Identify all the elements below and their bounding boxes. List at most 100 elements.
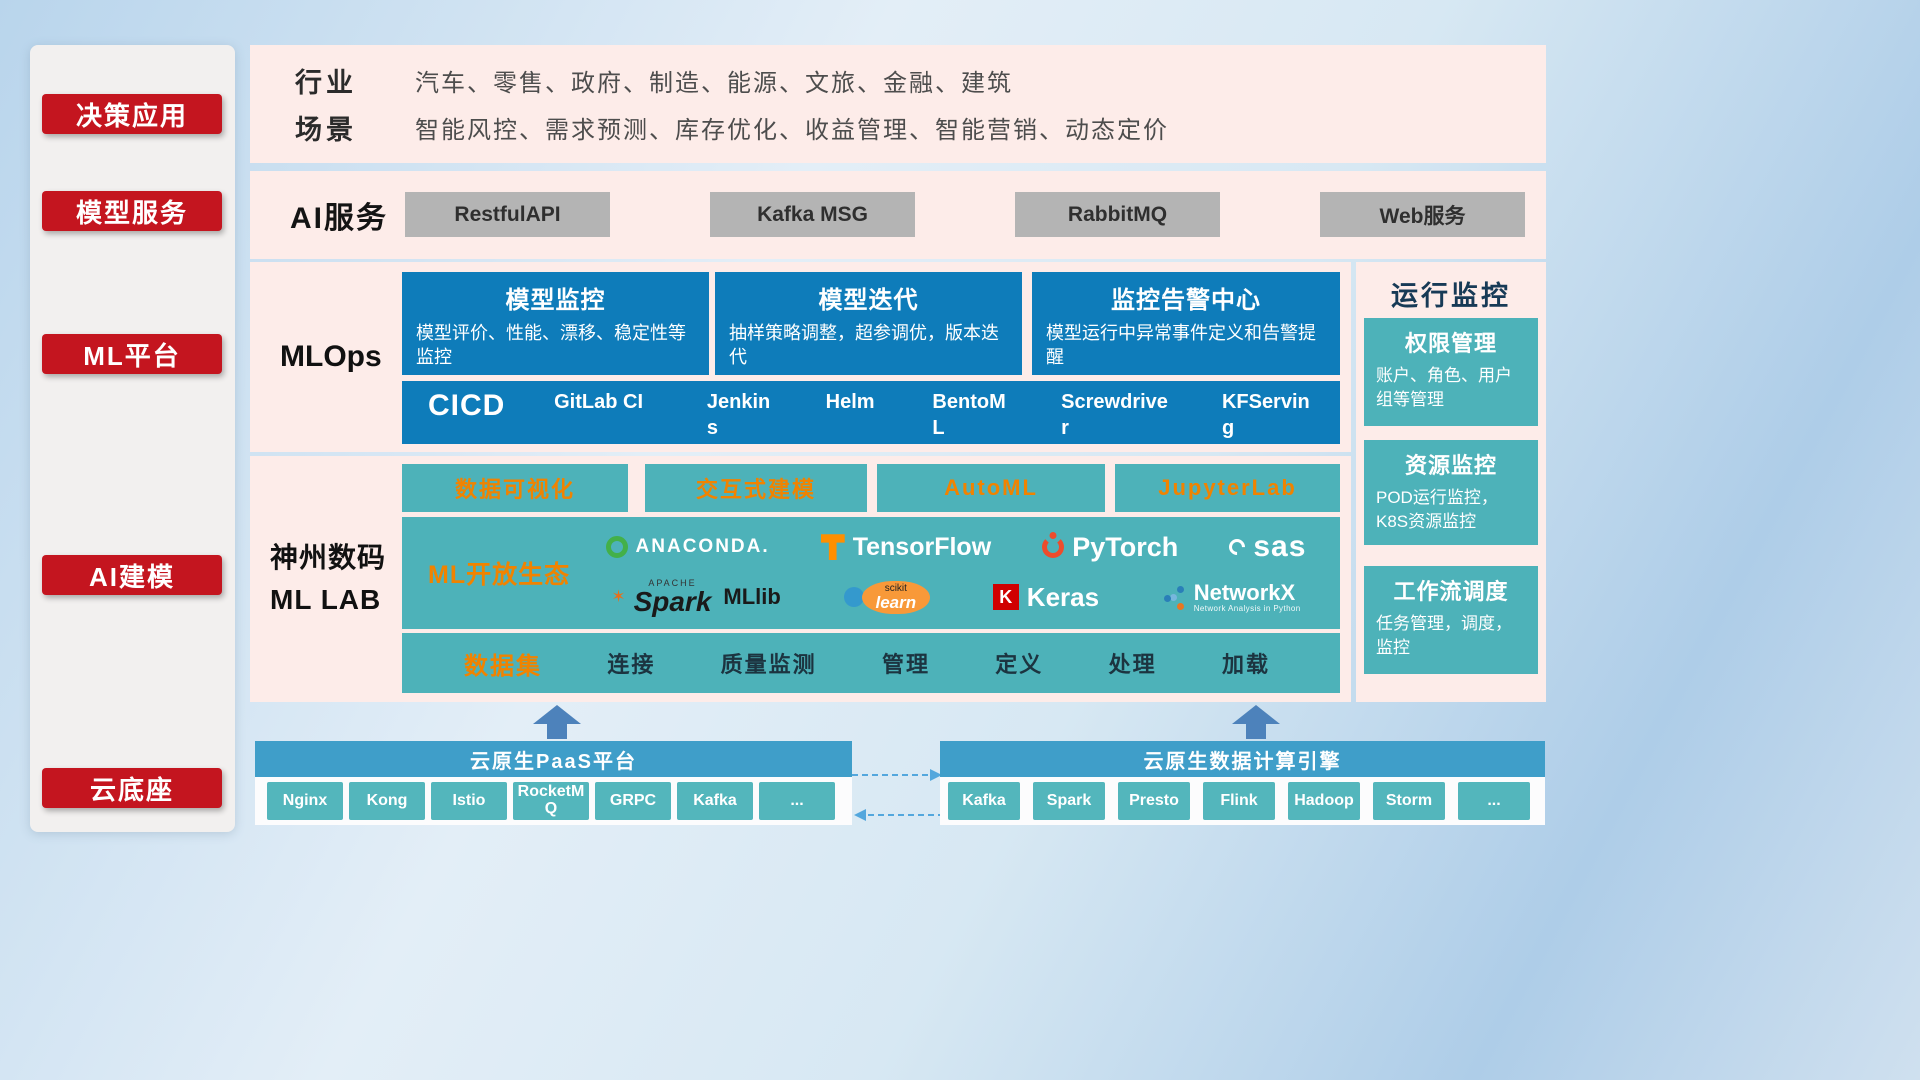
jenkins-item: Jenkins: [706, 391, 771, 439]
model-monitoring-title: 模型监控: [505, 287, 606, 314]
model-iteration-card: 模型迭代 抽样策略调整，超参调优，版本迭代: [715, 272, 1022, 375]
networkx-icon: [1162, 585, 1186, 609]
engine-chip-presto: Presto: [1118, 782, 1190, 820]
engine-title-bar: 云原生数据计算引擎: [940, 741, 1545, 777]
scikit-learn-text: learn: [875, 592, 917, 612]
tensorflow-text: TensorFlow: [852, 532, 992, 561]
paas-title-bar: 云原生PaaS平台: [255, 741, 852, 777]
ml-open-ecosystem-label: ML开放生态: [428, 561, 571, 589]
engine-chip-storm: Storm: [1373, 782, 1445, 820]
dataset-bar: 数据集 连接 质量监测 管理 定义 处理 加载: [402, 633, 1340, 693]
networkx-logo: NetworkX Network Analysis in Python: [1162, 579, 1301, 614]
data-item-connect: 连接: [607, 652, 656, 677]
bidirectional-dashed-arrows: [852, 769, 944, 821]
resource-monitoring-title: 资源监控: [1404, 453, 1497, 478]
cicd-bar: CICD GitLab CI Jenkins Helm BentoML Scre…: [402, 381, 1340, 444]
engine-chip-more: ...: [1458, 782, 1530, 820]
alert-center-card: 监控告警中心 模型运行中异常事件定义和告警提醒: [1032, 272, 1340, 375]
runtime-monitoring-panel: 运行监控 权限管理 账户、角色、用户组等管理 资源监控 POD运行监控，K8S资…: [1356, 262, 1546, 702]
anaconda-icon: [605, 536, 628, 559]
web-service-button: Web服务: [1320, 192, 1525, 237]
rabbitmq-button: RabbitMQ: [1015, 192, 1220, 237]
scenario-row: 场景 智能风控、需求预测、库存优化、收益管理、智能营销、动态定价: [295, 107, 1169, 147]
paas-chip-grpc: GRPC: [595, 782, 671, 820]
spark-logo: APACHE Spark: [633, 577, 712, 617]
mllab-label-line2: ML LAB: [270, 584, 382, 615]
networkx-text-stack: NetworkX Network Analysis in Python: [1193, 579, 1301, 614]
workflow-scheduling-card: 工作流调度 任务管理，调度，监控: [1364, 566, 1538, 674]
logo-row-1: ANACONDA. TensorFlow PyTorch sas: [580, 530, 1332, 564]
scikit-top-text: scikit: [884, 582, 907, 594]
spark-star-icon: [611, 587, 625, 607]
industry-label: 行业: [295, 67, 357, 98]
engine-chip-spark: Spark: [1033, 782, 1105, 820]
workflow-scheduling-desc: 任务管理，调度，监控: [1376, 614, 1512, 657]
paas-chip-istio: Istio: [431, 782, 507, 820]
pytorch-text: PyTorch: [1072, 531, 1179, 562]
spark-text: Spark: [633, 585, 712, 617]
data-item-manage: 管理: [881, 652, 930, 677]
screwdriver-item: Screwdriver: [1061, 391, 1168, 439]
networkx-text: NetworkX: [1193, 579, 1296, 605]
keras-text: Keras: [1026, 581, 1100, 612]
ai-service-panel: AI服务 RestfulAPI Kafka MSG RabbitMQ Web服务: [250, 171, 1546, 259]
apache-text: APACHE: [648, 577, 697, 588]
engine-up-arrow: [1232, 705, 1280, 740]
resource-monitoring-card: 资源监控 POD运行监控，K8S资源监控: [1364, 440, 1538, 545]
industry-row: 行业 汽车、零售、政府、制造、能源、文旅、金融、建筑: [295, 60, 1013, 100]
engine-chip-flink: Flink: [1203, 782, 1275, 820]
arrow-stem: [547, 724, 567, 739]
feature-btn-jupyterlab: JupyterLab: [1115, 464, 1340, 512]
networkx-subtitle: Network Analysis in Python: [1193, 603, 1301, 613]
industry-text: 汽车、零售、政府、制造、能源、文旅、金融、建筑: [415, 69, 1013, 97]
sas-icon: [1226, 535, 1249, 559]
helm-item: Helm: [825, 391, 875, 413]
anaconda-text: ANACONDA.: [635, 536, 770, 558]
ml-open-ecosystem-box: ML开放生态 ANACONDA. TensorFlow PyTorch: [402, 517, 1340, 629]
industry-scenario-panel: 行业 汽车、零售、政府、制造、能源、文旅、金融、建筑 场景 智能风控、需求预测、…: [250, 45, 1546, 163]
rail-label-cloud-base: 云底座: [42, 768, 222, 808]
engine-chip-hadoop: Hadoop: [1288, 782, 1360, 820]
logo-row-2: APACHE Spark MLlib scikit learn K: [580, 577, 1332, 617]
left-rail: [30, 45, 235, 832]
tensorflow-logo: TensorFlow: [820, 532, 992, 562]
arrow-stem: [1246, 724, 1266, 739]
scenario-label: 场景: [295, 114, 357, 145]
alert-center-title: 监控告警中心: [1111, 287, 1261, 314]
cicd-label: CICD: [428, 389, 506, 422]
engine-items-strip: Kafka Spark Presto Flink Hadoop Storm ..…: [940, 777, 1545, 825]
tensorflow-icon: [820, 534, 845, 561]
model-monitoring-desc: 模型评价、性能、漂移、稳定性等监控: [416, 323, 686, 368]
feature-btn-automl: AutoML: [877, 464, 1105, 512]
restfulapi-button: RestfulAPI: [405, 192, 610, 237]
keras-k-icon: K: [992, 584, 1019, 611]
resource-monitoring-desc: POD运行监控，K8S资源监控: [1376, 488, 1498, 531]
spark-mllib-logo: APACHE Spark MLlib: [611, 577, 781, 617]
feature-btn-interactive-modeling: 交互式建模: [645, 464, 867, 512]
scenario-text: 智能风控、需求预测、库存优化、收益管理、智能营销、动态定价: [415, 116, 1169, 144]
paas-chip-nginx: Nginx: [267, 782, 343, 820]
permission-mgmt-desc: 账户、角色、用户组等管理: [1376, 366, 1512, 409]
dataset-label: 数据集: [464, 652, 542, 680]
kfserving-item: KFServing: [1221, 391, 1310, 439]
model-monitoring-card: 模型监控 模型评价、性能、漂移、稳定性等监控: [402, 272, 709, 375]
pytorch-logo: PyTorch: [1042, 532, 1178, 563]
runtime-monitoring-title: 运行监控: [1391, 281, 1511, 311]
alert-center-desc: 模型运行中异常事件定义和告警提醒: [1046, 323, 1316, 368]
mllab-panel: 神州数码 ML LAB 数据可视化 交互式建模 AutoML JupyterLa…: [250, 456, 1351, 702]
ecosystem-logos: ANACONDA. TensorFlow PyTorch sas: [580, 517, 1340, 629]
arrow-head: [1232, 705, 1280, 724]
engine-chip-kafka: Kafka: [948, 782, 1020, 820]
rail-label-model-services: 模型服务: [42, 191, 222, 231]
paas-items-strip: Nginx Kong Istio RocketMQ GRPC Kafka ...: [255, 777, 852, 825]
mlops-panel: MLOps 模型监控 模型评价、性能、漂移、稳定性等监控 模型迭代 抽样策略调整…: [250, 262, 1351, 452]
mllib-text: MLlib: [723, 584, 781, 610]
mlops-label: MLOps: [280, 340, 382, 373]
rail-label-decision-apps: 决策应用: [42, 94, 222, 134]
scikit-blob: scikit learn: [861, 580, 931, 614]
ai-service-label: AI服务: [290, 202, 388, 235]
mllab-label: 神州数码 ML LAB: [270, 537, 386, 621]
scikit-circle-icon: [843, 587, 864, 608]
paas-chip-more: ...: [759, 782, 835, 820]
